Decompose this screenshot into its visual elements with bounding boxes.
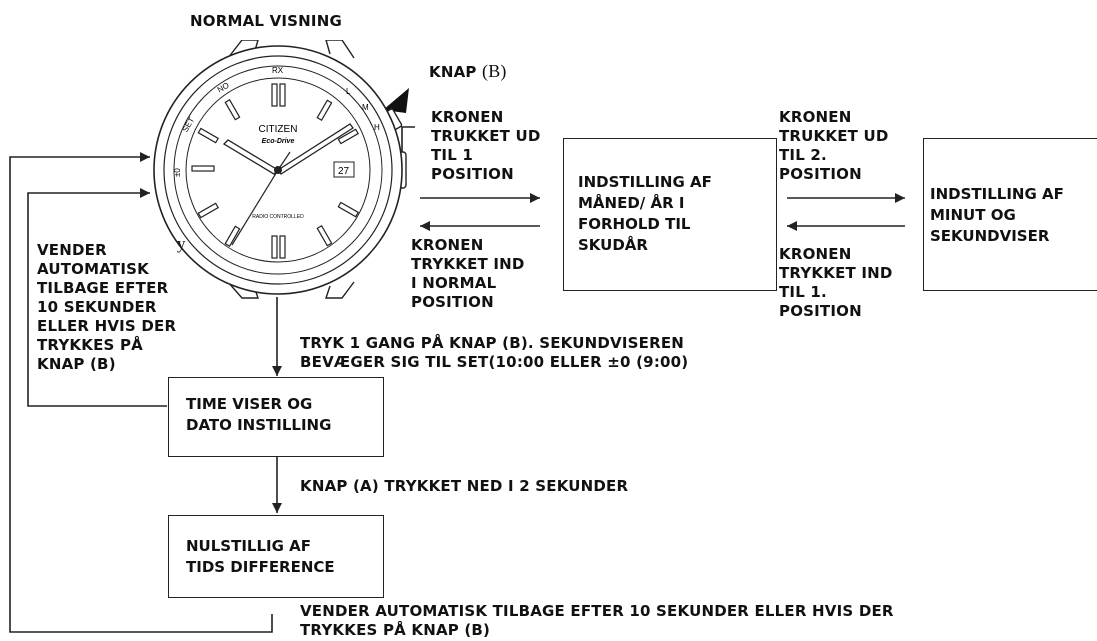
box-hour-date: TIME VISER OG DATO INSTILLING (168, 377, 384, 457)
inner-return-loop (27, 188, 167, 407)
press-b-label: TRYK 1 GANG PÅ KNAP (B). SEKUNDVISEREN B… (300, 334, 689, 371)
box-hour-date-text: TIME VISER OG DATO INSTILLING (186, 395, 332, 434)
box-month-year-text: INDSTILLING AF MÅNED/ ÅR I FORHOLD TIL S… (578, 173, 712, 254)
bezel-l: L (346, 87, 351, 96)
watch-model: Eco-Drive (262, 138, 295, 145)
crown-leader (401, 126, 415, 152)
outer-return-loop (9, 152, 273, 633)
bezel-m: M (362, 103, 369, 112)
watch-illustration: RX NO SET ±0 L M H 27 CITIZEN Eco-Drive … (153, 40, 407, 299)
knap-b-serif: (B) (482, 61, 507, 81)
crown-out-1-label: KRONEN TRUKKET UD TIL 1 POSITION (431, 108, 541, 183)
auto-return-left-label: VENDER AUTOMATISK TILBAGE EFTER 10 SEKUN… (37, 241, 177, 373)
box-minute-second-text: INDSTILLING AF MINUT OG SEKUNDVISER (930, 185, 1064, 245)
watch-brand: CITIZEN (259, 124, 298, 135)
knap-b-label: KNAP (B) (429, 62, 507, 82)
knap-b-bold: KNAP (429, 63, 483, 81)
press-a-label: KNAP (A) TRYKKET NED I 2 SEKUNDER (300, 477, 629, 495)
date-window: 27 (338, 166, 350, 177)
bezel-h: H (374, 123, 380, 132)
box-time-diff: NULSTILLIG AF TIDS DIFFERENCE (168, 515, 384, 598)
auto-return-bottom-label: VENDER AUTOMATISK TILBAGE EFTER 10 SEKUN… (300, 602, 894, 639)
box-minute-second: INDSTILLING AF MINUT OG SEKUNDVISER (923, 138, 1097, 291)
stray-mark: y (177, 234, 186, 253)
crown-in-normal-label: KRONEN TRYKKET IND I NORMAL POSITION (411, 236, 525, 311)
knap-b-pointer (383, 88, 409, 113)
diagram-title: NORMAL VISNING (190, 12, 342, 30)
bezel-zero: ±0 (173, 168, 182, 177)
crown-out-2-label: KRONEN TRUKKET UD TIL 2. POSITION (779, 108, 889, 183)
crown-in-1-label: KRONEN TRYKKET IND TIL 1. POSITION (779, 245, 893, 320)
bezel-rx: RX (272, 66, 284, 75)
box-time-diff-text: NULSTILLIG AF TIDS DIFFERENCE (186, 537, 335, 576)
watch-radio-text: RADIO CONTROLLED (252, 214, 304, 220)
box-month-year: INDSTILLING AF MÅNED/ ÅR I FORHOLD TIL S… (563, 138, 777, 291)
